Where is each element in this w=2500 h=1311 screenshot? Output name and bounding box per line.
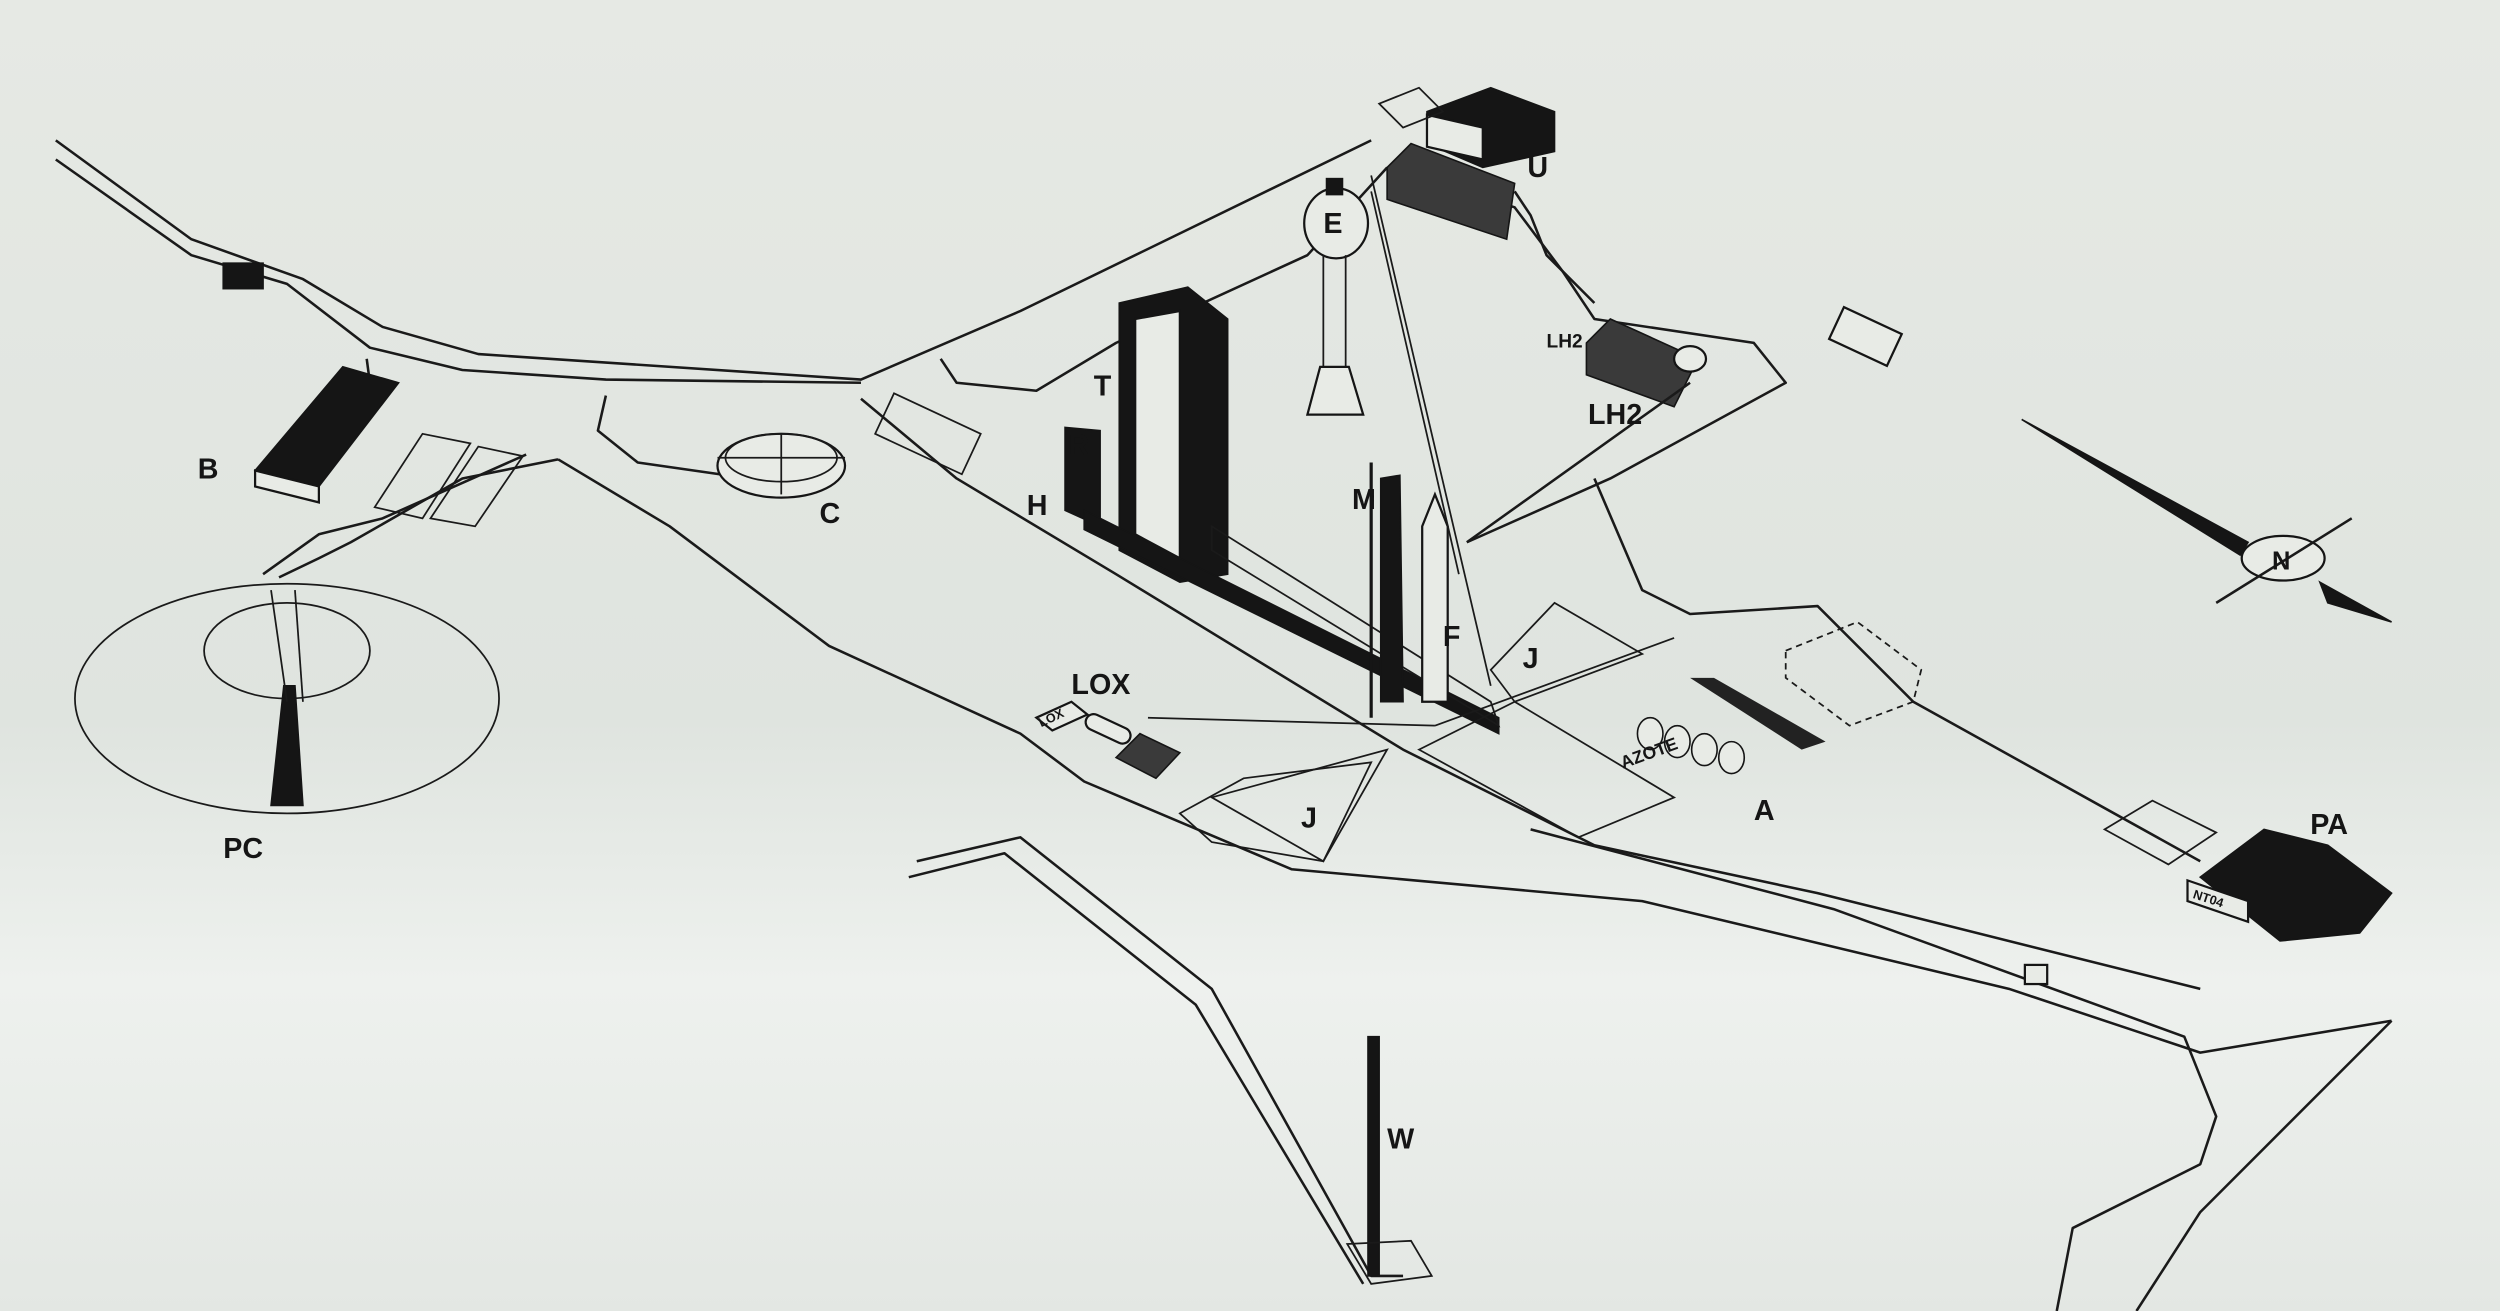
label-j-south: J	[1301, 803, 1317, 835]
label-t: T	[1094, 371, 1112, 403]
water-tower-e	[1303, 175, 1492, 687]
label-lh2-small: LH2	[1547, 332, 1583, 353]
label-f: F	[1443, 621, 1461, 653]
compass-rose-icon	[2021, 418, 2392, 623]
pc-launch-control-area	[74, 582, 500, 815]
building-pa	[2023, 828, 2393, 986]
label-r: R	[1068, 430, 1089, 462]
launcher-m	[1369, 462, 1449, 718]
label-j-east: J	[1523, 643, 1539, 675]
label-u: U	[1527, 152, 1548, 184]
lh2-storage	[1466, 305, 1904, 544]
road-network	[55, 139, 2393, 1311]
lox-storage	[1034, 700, 1182, 780]
label-w: W	[1387, 1123, 1415, 1155]
label-lh2: LH2	[1588, 399, 1642, 431]
building-u	[1377, 86, 1556, 241]
mast-w	[1345, 1035, 1434, 1285]
label-pc: PC	[223, 833, 263, 865]
azote-storage	[1417, 621, 1923, 839]
label-m: M	[1352, 484, 1376, 516]
label-a: A	[1754, 795, 1775, 827]
building-c	[716, 432, 847, 499]
label-c: C	[820, 498, 841, 530]
label-lox: LOX	[1071, 669, 1130, 701]
label-e: E	[1323, 208, 1342, 240]
flame-trench-j	[1147, 601, 1675, 863]
compass-north-label: N	[2272, 547, 2290, 575]
label-pa: PA	[2310, 809, 2348, 841]
building-b	[222, 262, 525, 528]
label-h: H	[1027, 490, 1048, 522]
label-b: B	[198, 453, 219, 485]
